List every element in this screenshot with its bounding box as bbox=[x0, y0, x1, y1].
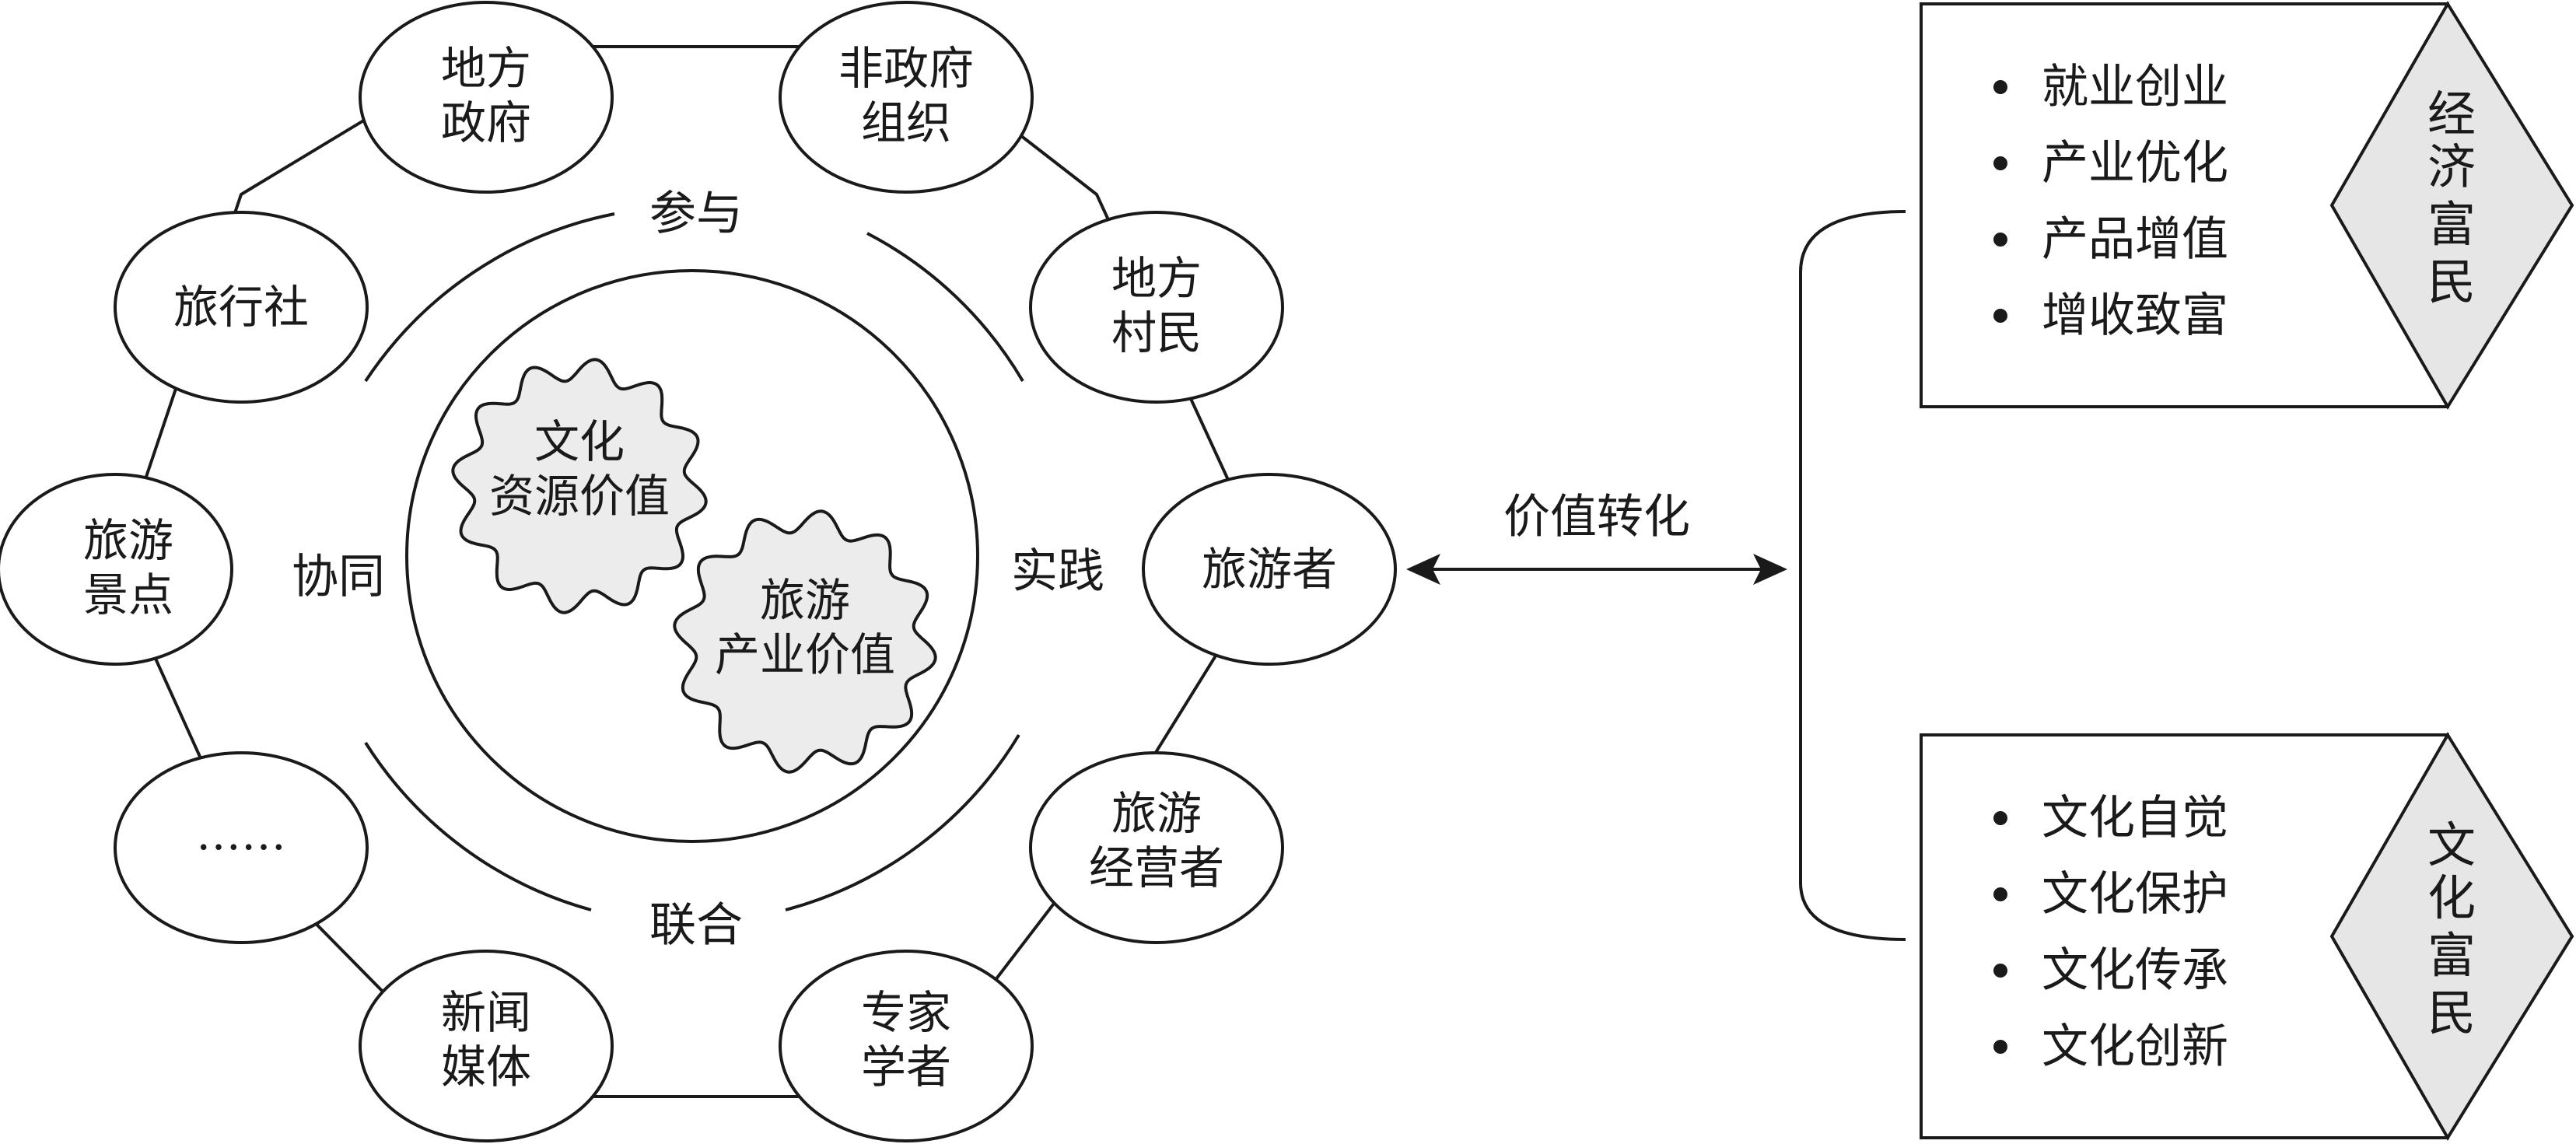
node-local-government: 地方 政府 bbox=[359, 1, 614, 194]
node-ellipse bbox=[359, 1, 614, 194]
outcome-economic: 就业创业 产业优化 产品增值 增收致富 经 济 富 民 bbox=[1920, 1, 2574, 410]
arrow-head-right bbox=[1753, 554, 1787, 585]
node-line-1: 旅游 bbox=[83, 514, 173, 567]
bubble-line-1: 旅游 bbox=[760, 574, 850, 627]
node-ellipse bbox=[1029, 211, 1284, 404]
outcome-item: 文化传承 bbox=[2042, 943, 2228, 998]
node-ellipsis: …… bbox=[114, 751, 369, 944]
outcome-item: 产业优化 bbox=[2042, 136, 2228, 191]
node-news-media: 新闻 媒体 bbox=[359, 950, 614, 1142]
bullet-dot bbox=[1993, 156, 2007, 170]
bullet-dot bbox=[1993, 233, 2007, 247]
bullet-dot bbox=[1993, 309, 2007, 323]
outcome-item: 产品增值 bbox=[2042, 212, 2228, 267]
bullet-dot bbox=[1993, 964, 2007, 978]
node-line-1: 新闻 bbox=[441, 986, 531, 1039]
outcome-item: 文化保护 bbox=[2042, 867, 2228, 922]
node-line-2: 媒体 bbox=[441, 1041, 531, 1093]
bullet-dot bbox=[1993, 80, 2007, 94]
node-ellipse bbox=[114, 211, 369, 404]
node-travel-agency: 旅行社 bbox=[114, 211, 369, 404]
double-arrow bbox=[1406, 554, 1787, 585]
arc-bottom-right bbox=[785, 733, 1020, 911]
node-line-1: 专家 bbox=[861, 986, 951, 1039]
bubble-shape bbox=[451, 358, 708, 614]
node-tourists: 旅游者 bbox=[1142, 473, 1397, 666]
node-tourism-operators: 旅游 经营者 bbox=[1029, 751, 1284, 944]
node-line-1: 地方 bbox=[441, 42, 531, 95]
bubble-line-2: 产业价值 bbox=[715, 628, 895, 681]
node-experts-scholars: 专家 学者 bbox=[779, 950, 1034, 1142]
outcome-item: 增收致富 bbox=[2042, 289, 2228, 343]
node-tourist-attractions: 旅游 景点 bbox=[0, 473, 233, 666]
node-ellipse bbox=[1029, 751, 1284, 944]
arrow-head-left bbox=[1406, 554, 1440, 585]
outcome-bracket bbox=[1799, 210, 1906, 941]
node-ellipse bbox=[114, 751, 369, 944]
bubble-shape bbox=[673, 509, 937, 774]
core-value-circle bbox=[405, 269, 979, 843]
outcome-tag-char: 富 bbox=[2427, 196, 2476, 253]
outcome-tag-char: 民 bbox=[2427, 985, 2476, 1041]
outcome-cultural: 文化自觉 文化保护 文化传承 文化创新 文 化 富 民 bbox=[1920, 732, 2574, 1141]
outcome-tag-char: 济 bbox=[2427, 138, 2476, 195]
outcome-item: 文化自觉 bbox=[2042, 791, 2228, 845]
node-line-2: 景点 bbox=[83, 569, 173, 621]
outcome-tag-char: 民 bbox=[2427, 254, 2476, 310]
bubble-tourism-industry-value: 旅游 产业价值 bbox=[673, 509, 937, 774]
node-ellipse bbox=[359, 950, 614, 1142]
outcome-tag-diamond bbox=[2329, 732, 2574, 1141]
node-line-2: 组织 bbox=[861, 96, 951, 149]
outcome-item: 文化创新 bbox=[2042, 1020, 2228, 1074]
ring-label-bottom: 联合 bbox=[649, 898, 743, 953]
bubble-cultural-resource-value: 文化 资源价值 bbox=[451, 358, 708, 614]
bubble-line-2: 资源价值 bbox=[489, 470, 670, 523]
bullet-dot bbox=[1993, 811, 2007, 825]
bubble-line-1: 文化 bbox=[534, 415, 625, 468]
ring-label-left: 协同 bbox=[292, 550, 385, 604]
ring-label-right: 实践 bbox=[1011, 544, 1104, 599]
node-line-2: 政府 bbox=[441, 96, 531, 149]
arc-bottom-left bbox=[364, 741, 592, 911]
node-ellipse bbox=[0, 473, 233, 666]
outcome-tag-char: 文 bbox=[2427, 817, 2476, 873]
node-line-1: …… bbox=[196, 807, 286, 860]
arc-top bbox=[364, 212, 615, 383]
node-ngo: 非政府 组织 bbox=[779, 1, 1034, 194]
node-line-1: 地方 bbox=[1111, 252, 1202, 305]
arc-top-right bbox=[866, 232, 1024, 383]
node-ellipse bbox=[779, 950, 1034, 1142]
arrow-label: 价值转化 bbox=[1503, 490, 1690, 544]
node-line-1: 旅行社 bbox=[173, 281, 309, 334]
node-line-2: 学者 bbox=[861, 1041, 951, 1093]
node-line-1: 非政府 bbox=[838, 42, 974, 95]
outcome-tag-char: 化 bbox=[2427, 869, 2476, 926]
node-ellipse bbox=[1142, 473, 1397, 666]
node-local-villagers: 地方 村民 bbox=[1029, 211, 1284, 404]
node-line-1: 旅游 bbox=[1111, 787, 1202, 840]
outcome-tag-char: 经 bbox=[2427, 86, 2476, 142]
outcome-item: 就业创业 bbox=[2042, 60, 2228, 114]
bullet-dot bbox=[1993, 1040, 2007, 1054]
bullet-dot bbox=[1993, 887, 2007, 901]
node-line-1: 旅游者 bbox=[1202, 543, 1337, 596]
node-line-2: 经营者 bbox=[1089, 841, 1224, 894]
node-ellipse bbox=[779, 1, 1034, 194]
outcome-tag-diamond bbox=[2329, 1, 2574, 410]
node-line-2: 村民 bbox=[1111, 306, 1202, 359]
outcome-tag-char: 富 bbox=[2427, 927, 2476, 984]
ring-label-top: 参与 bbox=[649, 187, 743, 241]
